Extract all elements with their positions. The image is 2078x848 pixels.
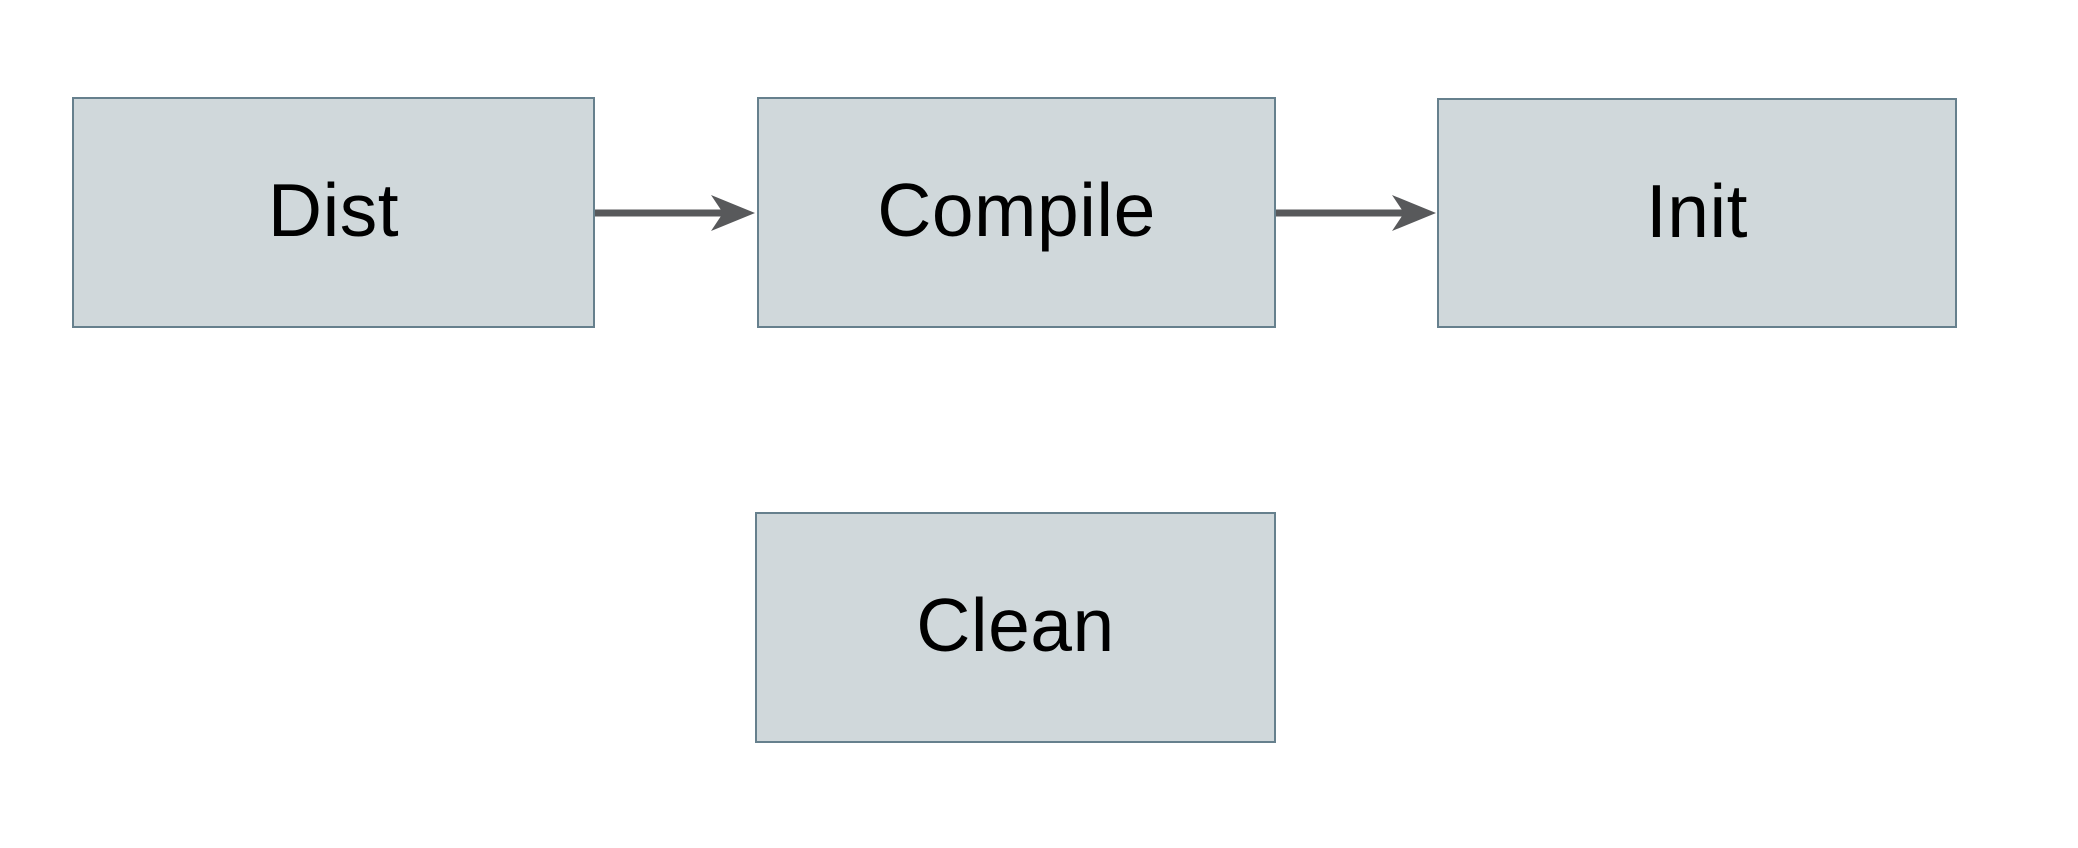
node-init: Init bbox=[1437, 98, 1957, 328]
node-dist-label: Dist bbox=[267, 168, 400, 252]
node-dist: Dist bbox=[72, 97, 595, 328]
node-compile: Compile bbox=[757, 97, 1276, 328]
arrow-dist-to-compile bbox=[595, 195, 755, 231]
arrow-compile-to-init bbox=[1276, 195, 1436, 231]
node-clean-label: Clean bbox=[916, 583, 1115, 667]
node-clean: Clean bbox=[755, 512, 1276, 743]
node-compile-label: Compile bbox=[877, 168, 1156, 252]
node-init-label: Init bbox=[1645, 168, 1749, 253]
